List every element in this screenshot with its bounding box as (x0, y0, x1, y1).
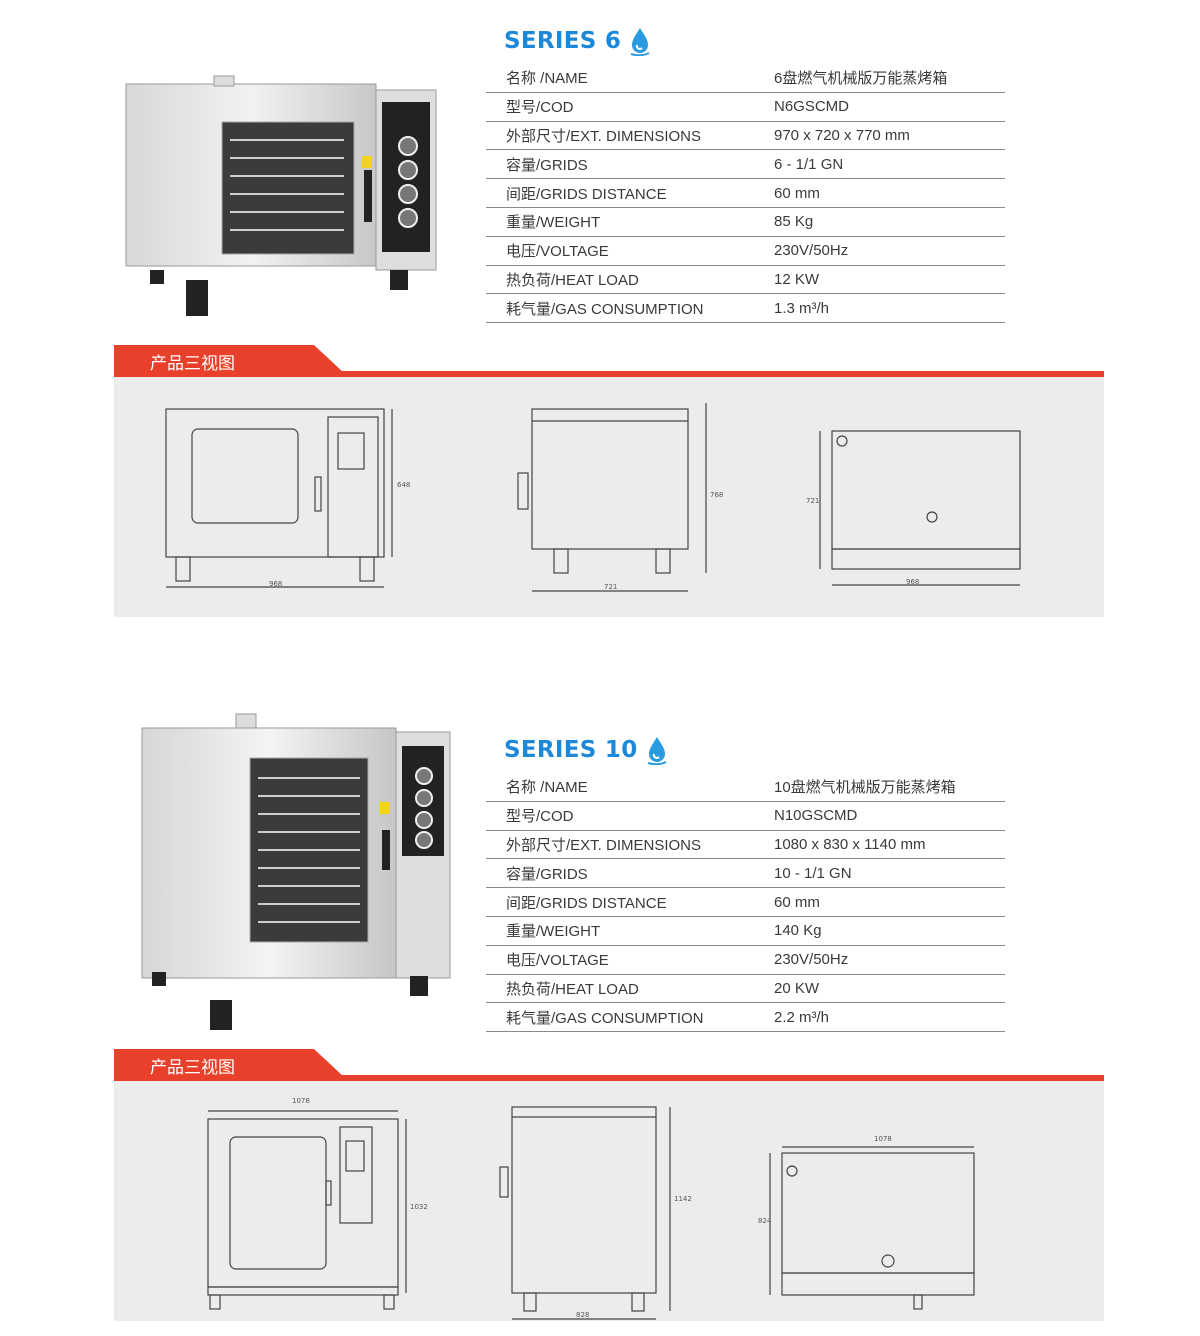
water-drop-icon (647, 737, 666, 765)
series-10-three-views-panel: 1078 1032 1142 828 824 1078 (114, 1081, 1104, 1321)
dim-top-depth: 824 (758, 1217, 772, 1225)
views-heading: 产品三视图 (150, 354, 235, 373)
dim-top-width: 968 (906, 578, 919, 586)
dim-side-height: 1142 (674, 1195, 692, 1203)
dim-front-width: 968 (269, 580, 282, 588)
dim-front-height: 1032 (410, 1203, 428, 1211)
series-10-product-photo (141, 713, 451, 1030)
series-6-title: SERIES 6 (504, 26, 651, 56)
dim-top-width: 1078 (874, 1135, 892, 1143)
series-6-product-photo (125, 75, 437, 316)
series-10-title: SERIES 10 (504, 735, 668, 765)
water-drop-icon (630, 28, 650, 56)
series-6-three-views-panel: 968 648 768 721 721 968 (114, 377, 1104, 617)
dim-side-width: 721 (604, 583, 617, 591)
series-6-views-ribbon: 产品三视图 (114, 345, 1104, 377)
dim-side-height: 768 (710, 491, 723, 499)
dim-front-width: 1078 (292, 1097, 310, 1105)
dim-top-depth: 721 (806, 497, 819, 505)
views-heading: 产品三视图 (150, 1058, 235, 1077)
dim-front-height: 648 (397, 481, 410, 489)
series-6-drawings: 968 648 768 721 721 968 (165, 403, 1021, 592)
dim-side-width: 828 (576, 1311, 589, 1319)
series-10-views-ribbon: 产品三视图 (114, 1049, 1104, 1081)
series-10-drawings: 1078 1032 1142 828 824 1078 (207, 1097, 975, 1320)
